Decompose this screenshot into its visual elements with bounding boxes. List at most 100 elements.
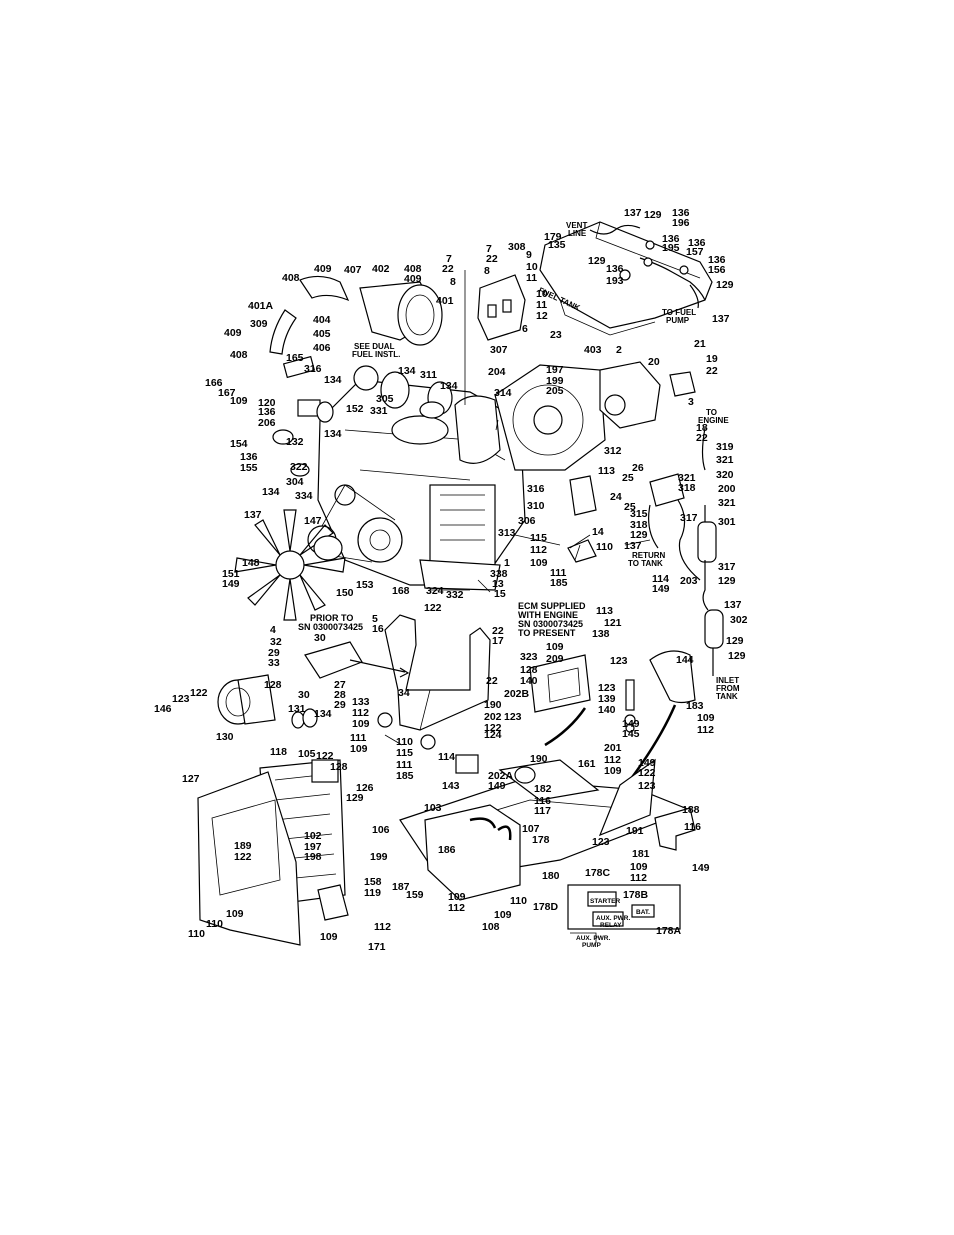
part-callout: 202A xyxy=(488,770,514,782)
part-callout: 189 xyxy=(234,840,252,852)
part-callout: 315 xyxy=(630,508,648,520)
part-callout: 130 xyxy=(216,731,234,743)
note-inlet-3: TANK xyxy=(716,692,738,701)
part-callout: 136 xyxy=(708,254,726,266)
part-callout: 129 xyxy=(728,650,746,662)
note-see-dual-1: SEE DUAL xyxy=(354,342,395,351)
part-callout: 110 xyxy=(510,895,527,907)
part-callout: 316 xyxy=(527,483,545,495)
wiring-schematic: STARTER AUX. PWR. RELAY BAT. AUX. PWR. P… xyxy=(533,867,682,949)
part-callout: 408 xyxy=(282,272,300,284)
notes: VENT LINE FUEL TANK TO FUEL PUMP SEE DUA… xyxy=(298,221,740,701)
part-callout: 29 xyxy=(268,647,280,659)
part-callout: 187 xyxy=(392,881,410,893)
part-callout: 123 xyxy=(592,836,610,848)
part-callout: 10 xyxy=(526,261,538,273)
part-callout: 110 xyxy=(206,918,223,930)
part-callout: 136 xyxy=(662,233,680,245)
note-vent-line-1: VENT xyxy=(566,221,587,230)
part-callout: 202B xyxy=(504,688,530,700)
part-callout: 179 xyxy=(544,231,562,243)
part-callout: 199 xyxy=(370,851,388,863)
part-callout: 108 xyxy=(482,921,500,933)
part-callout: 139 xyxy=(598,693,616,705)
part-callout: 205 xyxy=(546,385,564,397)
part-callout: 17 xyxy=(492,635,504,647)
part-callout: 153 xyxy=(356,579,374,591)
part-callout: 136 xyxy=(672,207,690,219)
schematic-callout: 178D xyxy=(533,901,559,913)
part-callout: 137 xyxy=(712,313,730,325)
part-callout: 11 xyxy=(526,272,537,284)
part-callout: 190 xyxy=(484,699,502,711)
part-callout: 307 xyxy=(490,344,508,356)
part-callout: 121 xyxy=(604,617,622,629)
part-callout: 181 xyxy=(632,848,650,860)
schematic-bat: BAT. xyxy=(636,909,650,916)
part-callout: 322 xyxy=(290,461,308,473)
part-callout: 12 xyxy=(536,310,548,322)
part-callout: 180 xyxy=(542,870,560,882)
part-callout: 122 xyxy=(316,750,334,762)
part-callout: 6 xyxy=(522,323,528,335)
part-callout: 302 xyxy=(730,614,748,626)
part-callout: 25 xyxy=(624,501,636,513)
part-callout: 140 xyxy=(520,675,538,687)
part-callout: 311 xyxy=(420,369,437,381)
part-callout: 314 xyxy=(494,387,512,399)
part-callout: 155 xyxy=(240,462,258,474)
part-callout: 112 xyxy=(374,921,391,933)
part-callout: 132 xyxy=(286,436,304,448)
part-callout: 128 xyxy=(330,761,348,773)
schematic-starter: STARTER xyxy=(590,898,621,905)
part-callout: 134 xyxy=(262,486,280,498)
part-callout: 129 xyxy=(346,792,364,804)
schematic-callout: 178B xyxy=(623,889,649,901)
part-callout: 149 xyxy=(652,583,670,595)
part-callout: 405 xyxy=(313,328,331,340)
part-callout: 131 xyxy=(288,703,306,715)
part-callout: 109 xyxy=(697,712,715,724)
note-to-engine-1: TO xyxy=(706,408,717,417)
part-callout: 128 xyxy=(264,679,282,691)
part-callout: 310 xyxy=(527,500,545,512)
part-callout: 124 xyxy=(484,729,502,741)
part-callout: 158 xyxy=(364,876,382,888)
part-callout: 409 xyxy=(224,327,242,339)
part-callout: 185 xyxy=(550,577,568,589)
part-callout: 133 xyxy=(352,696,370,708)
part-callout: 112 xyxy=(530,544,547,556)
part-callout: 156 xyxy=(708,264,726,276)
part-callout: 317 xyxy=(680,512,698,524)
part-callout: 408 xyxy=(230,349,248,361)
part-callout: 34 xyxy=(398,687,410,699)
part-callout: 109 xyxy=(350,743,368,755)
part-callout: 23 xyxy=(550,329,562,341)
part-callout: 29 xyxy=(334,699,346,711)
part-callout: 117 xyxy=(534,805,551,817)
part-callout: 193 xyxy=(606,275,624,287)
part-callout: 137 xyxy=(624,207,642,219)
note-prior-to-2: SN 0300073425 xyxy=(298,622,363,632)
fuel-filter-drawing xyxy=(648,427,724,676)
part-callout: 183 xyxy=(686,700,704,712)
part-callout: 4 xyxy=(270,624,276,636)
part-callout: 404 xyxy=(313,314,331,326)
part-callout: 318 xyxy=(630,519,648,531)
part-callout: 22 xyxy=(442,263,454,275)
part-callout: 138 xyxy=(592,628,610,640)
part-callout: 185 xyxy=(396,770,414,782)
part-callout: 309 xyxy=(250,318,268,330)
part-callout: 122 xyxy=(190,687,208,699)
part-callout: 111 xyxy=(396,759,413,771)
part-callout: 11 xyxy=(536,299,547,311)
part-callout: 126 xyxy=(356,782,374,794)
part-callout: 9 xyxy=(526,249,532,261)
part-callout: 8 xyxy=(484,265,490,277)
part-callout: 401 xyxy=(436,295,454,307)
part-callout: 200 xyxy=(718,483,736,495)
part-callout: 26 xyxy=(632,462,644,474)
part-callout: 304 xyxy=(286,476,304,488)
part-callout: 136 xyxy=(258,406,276,418)
